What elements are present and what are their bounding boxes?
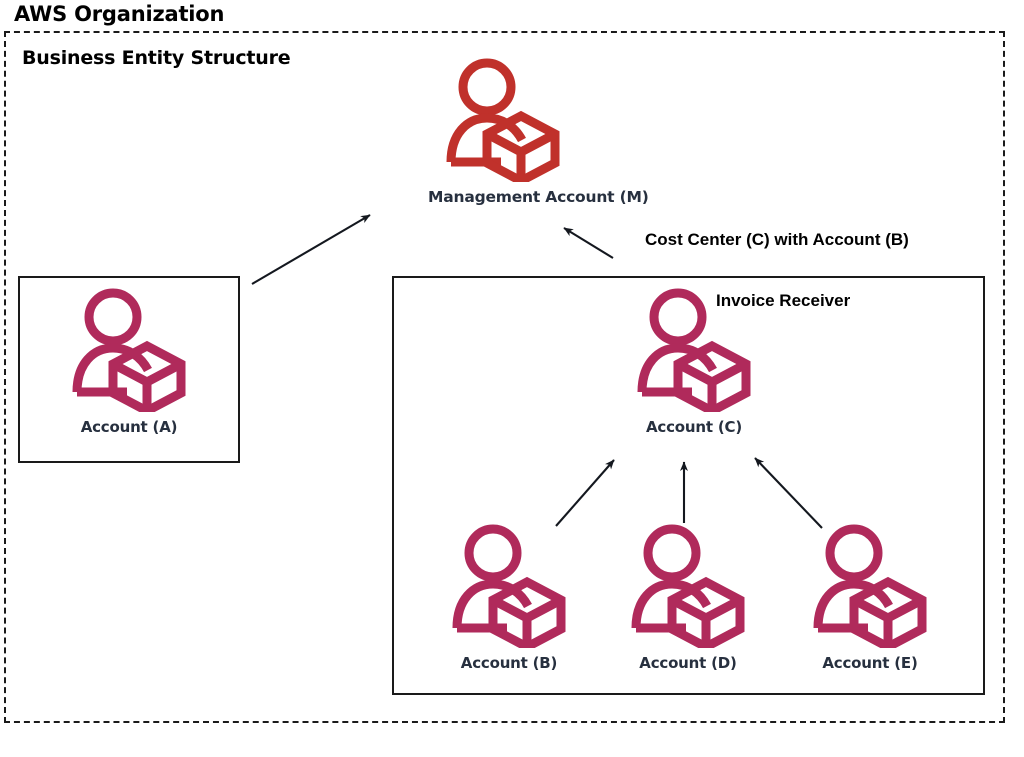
node-management-account[interactable]: Management Account (M) [428, 58, 649, 206]
node-account-a[interactable]: Account (A) [54, 288, 204, 436]
user-cube-icon [613, 524, 763, 653]
node-account-c[interactable]: Account (C) [619, 288, 769, 436]
user-cube-icon [795, 524, 945, 653]
node-label: Account (E) [822, 654, 918, 672]
node-account-e[interactable]: Account (E) [795, 524, 945, 672]
cost-center-group-box [392, 276, 985, 695]
node-label: Account (C) [646, 418, 742, 436]
node-label: Account (D) [639, 654, 737, 672]
node-label: Management Account (M) [428, 188, 649, 206]
user-cube-icon [428, 58, 578, 187]
node-account-d[interactable]: Account (D) [613, 524, 763, 672]
node-account-b[interactable]: Account (B) [434, 524, 584, 672]
user-cube-icon [619, 288, 769, 417]
user-cube-icon [54, 288, 204, 417]
user-cube-icon [434, 524, 584, 653]
account-a-group-box [18, 276, 240, 463]
node-label: Account (A) [80, 418, 178, 436]
aws-organization-boundary [4, 31, 1005, 723]
page-title: AWS Organization [14, 2, 225, 26]
cost-center-caption: Cost Center (C) with Account (B) [645, 230, 909, 249]
business-entity-structure-title: Business Entity Structure [22, 47, 291, 69]
node-label: Account (B) [460, 654, 558, 672]
invoice-receiver-caption: Invoice Receiver [716, 291, 851, 310]
